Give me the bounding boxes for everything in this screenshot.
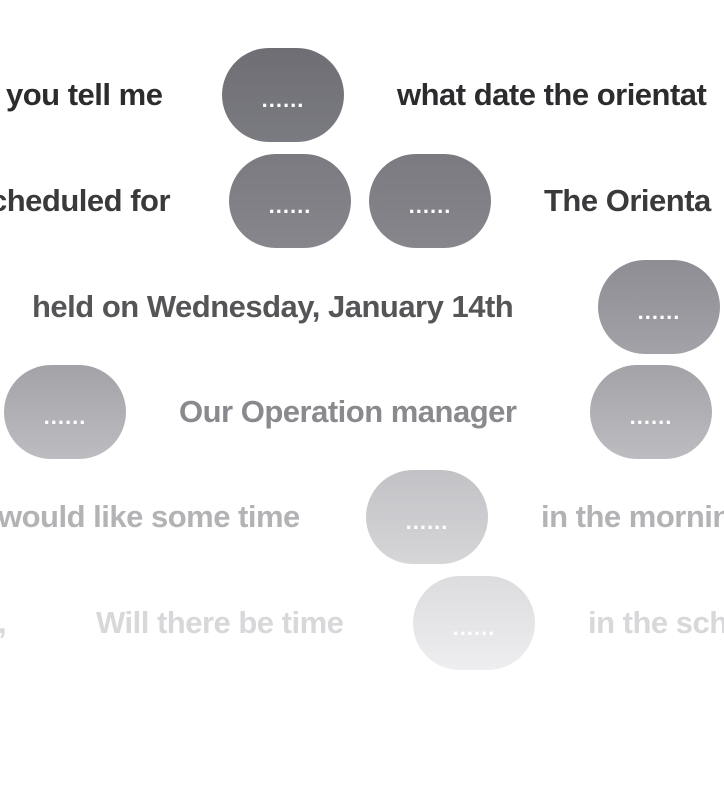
blank-pill[interactable]: ...... <box>4 365 126 459</box>
phrase: in the sch <box>588 605 724 640</box>
phrase: cheduled for <box>0 183 171 218</box>
sentence-row-3: held on Wednesday, January 14th ...... <box>0 260 724 354</box>
blank-pill[interactable]: ...... <box>598 260 720 354</box>
phrase: held on Wednesday, January 14th <box>32 289 514 324</box>
phrase: , <box>0 576 7 670</box>
blank-pill[interactable]: ...... <box>366 470 488 564</box>
blank-pill[interactable]: ...... <box>229 154 351 248</box>
phrase: what date the orientat <box>397 77 707 112</box>
phrase: Will there be time <box>96 605 344 640</box>
sentence-row-2: cheduled for ...... ...... The Orienta <box>0 154 724 248</box>
phrase: The Orienta <box>544 183 711 218</box>
sentence-row-6: , Will there be time ...... in the sch <box>0 576 724 670</box>
blank-pill[interactable]: ...... <box>222 48 344 142</box>
blank-pill[interactable]: ...... <box>369 154 491 248</box>
sentence-row-1: you tell me ...... what date the orienta… <box>0 48 724 142</box>
phrase: Our Operation manager <box>179 394 517 429</box>
blank-pill[interactable]: ...... <box>413 576 535 670</box>
phrase: in the mornin <box>541 499 724 534</box>
sentence-row-4: ...... Our Operation manager ...... <box>0 365 724 459</box>
blank-pill[interactable]: ...... <box>590 365 712 459</box>
phrase: would like some time <box>0 499 300 534</box>
phrase: you tell me <box>6 77 163 112</box>
sentence-row-5: would like some time ...... in the morni… <box>0 470 724 564</box>
